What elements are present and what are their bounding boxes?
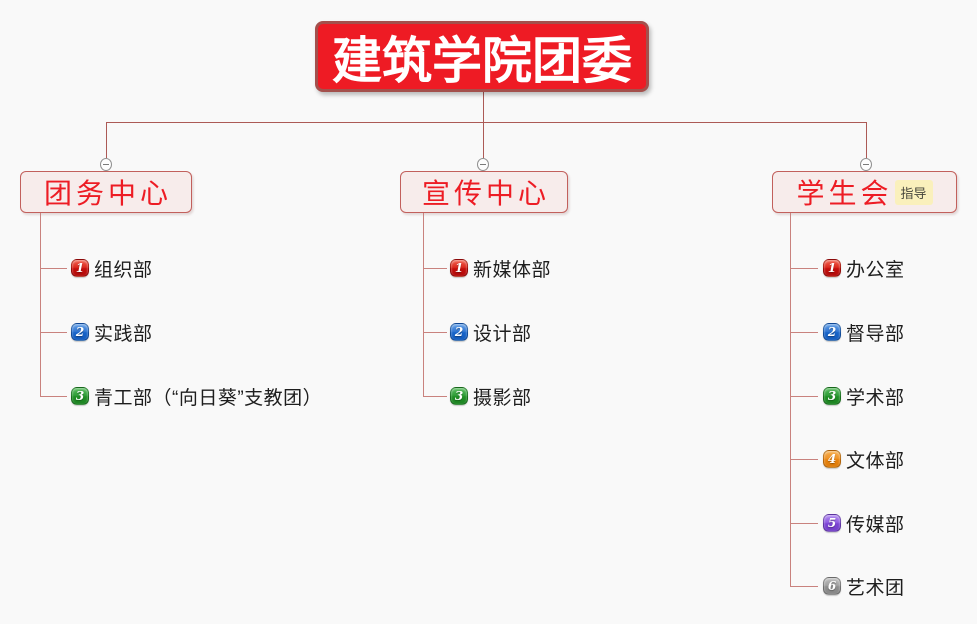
- subtopic-yishutuan[interactable]: 6 艺术团: [823, 575, 905, 599]
- connector-drop-right: [866, 122, 867, 158]
- subtopic-wentibu[interactable]: 4 文体部: [823, 448, 905, 472]
- minus-icon: [863, 164, 869, 165]
- subtopic-xueshubu[interactable]: 3 学术部: [823, 385, 905, 409]
- root-topic-label: 建筑学院团委: [332, 32, 632, 89]
- priority-1-icon: 1: [71, 259, 89, 277]
- subtopic-label: 办公室: [846, 259, 905, 281]
- connector-stub: [790, 396, 818, 397]
- connector-stub: [790, 268, 818, 269]
- collapse-toggle-center[interactable]: [477, 158, 489, 171]
- collapse-toggle-left[interactable]: [100, 158, 112, 171]
- connector-stub: [790, 459, 818, 460]
- priority-2-icon: 2: [823, 323, 841, 341]
- subtopic-chuanmeibu[interactable]: 5 传媒部: [823, 512, 905, 536]
- subtopic-bangongshi[interactable]: 1 办公室: [823, 257, 905, 281]
- subtopic-label: 督导部: [846, 323, 905, 345]
- subtopic-label: 青工部（“向日葵”支教团）: [94, 387, 323, 409]
- priority-3-icon: 3: [71, 387, 89, 405]
- connector-drop-left: [106, 122, 107, 158]
- subtopic-label: 设计部: [473, 323, 532, 345]
- connector-stub: [40, 268, 67, 269]
- guidance-tag: 指导: [894, 179, 933, 205]
- branch-topic-tuanwu[interactable]: 团务中心: [20, 171, 192, 213]
- subtopic-label: 组织部: [94, 259, 153, 281]
- subtopic-xinmeitibu[interactable]: 1 新媒体部: [450, 257, 552, 281]
- connector-stub: [423, 396, 447, 397]
- branch-topic-xueshenghui[interactable]: 学生会 指导: [772, 171, 957, 213]
- branch-topic-label: 学生会: [796, 178, 893, 209]
- connector-stub: [790, 586, 818, 587]
- branch-topic-xuanchuan[interactable]: 宣传中心: [400, 171, 568, 213]
- priority-6-icon: 6: [823, 577, 841, 595]
- priority-3-icon: 3: [823, 387, 841, 405]
- priority-3-icon: 3: [450, 387, 468, 405]
- subtopic-dudaobu[interactable]: 2 督导部: [823, 321, 905, 345]
- priority-2-icon: 2: [450, 323, 468, 341]
- connector-stub: [790, 523, 818, 524]
- connector-trunk-right: [790, 213, 791, 586]
- minus-icon: [480, 164, 486, 165]
- connector-root-stem: [483, 92, 484, 122]
- priority-5-icon: 5: [823, 514, 841, 532]
- root-topic[interactable]: 建筑学院团委: [315, 21, 649, 92]
- priority-2-icon: 2: [71, 323, 89, 341]
- connector-stub: [790, 332, 818, 333]
- subtopic-label: 传媒部: [846, 514, 905, 536]
- subtopic-zuzhibu[interactable]: 1 组织部: [71, 257, 153, 281]
- subtopic-label: 艺术团: [846, 577, 905, 599]
- connector-stub: [40, 332, 67, 333]
- priority-1-icon: 1: [823, 259, 841, 277]
- branch-topic-label: 宣传中心: [421, 178, 550, 209]
- priority-4-icon: 4: [823, 450, 841, 468]
- subtopic-label: 实践部: [94, 323, 153, 345]
- subtopic-sheyingbu[interactable]: 3 摄影部: [450, 385, 532, 409]
- priority-1-icon: 1: [450, 259, 468, 277]
- minus-icon: [103, 164, 109, 165]
- branch-topic-label: 团务中心: [43, 178, 172, 209]
- connector-drop-center: [483, 122, 484, 158]
- subtopic-label: 文体部: [846, 450, 905, 472]
- connector-trunk-center: [423, 213, 424, 396]
- subtopic-shijianbu[interactable]: 2 实践部: [71, 321, 153, 345]
- connector-stub: [423, 332, 447, 333]
- subtopic-label: 新媒体部: [473, 259, 552, 281]
- connector-stub: [40, 396, 67, 397]
- subtopic-label: 摄影部: [473, 387, 532, 409]
- collapse-toggle-right[interactable]: [860, 158, 872, 171]
- connector-stub: [423, 268, 447, 269]
- connector-crossbar: [106, 122, 866, 123]
- connector-trunk-left: [40, 213, 41, 396]
- subtopic-qinggongbu[interactable]: 3 青工部（“向日葵”支教团）: [71, 385, 323, 409]
- subtopic-shejibu[interactable]: 2 设计部: [450, 321, 532, 345]
- subtopic-label: 学术部: [846, 387, 905, 409]
